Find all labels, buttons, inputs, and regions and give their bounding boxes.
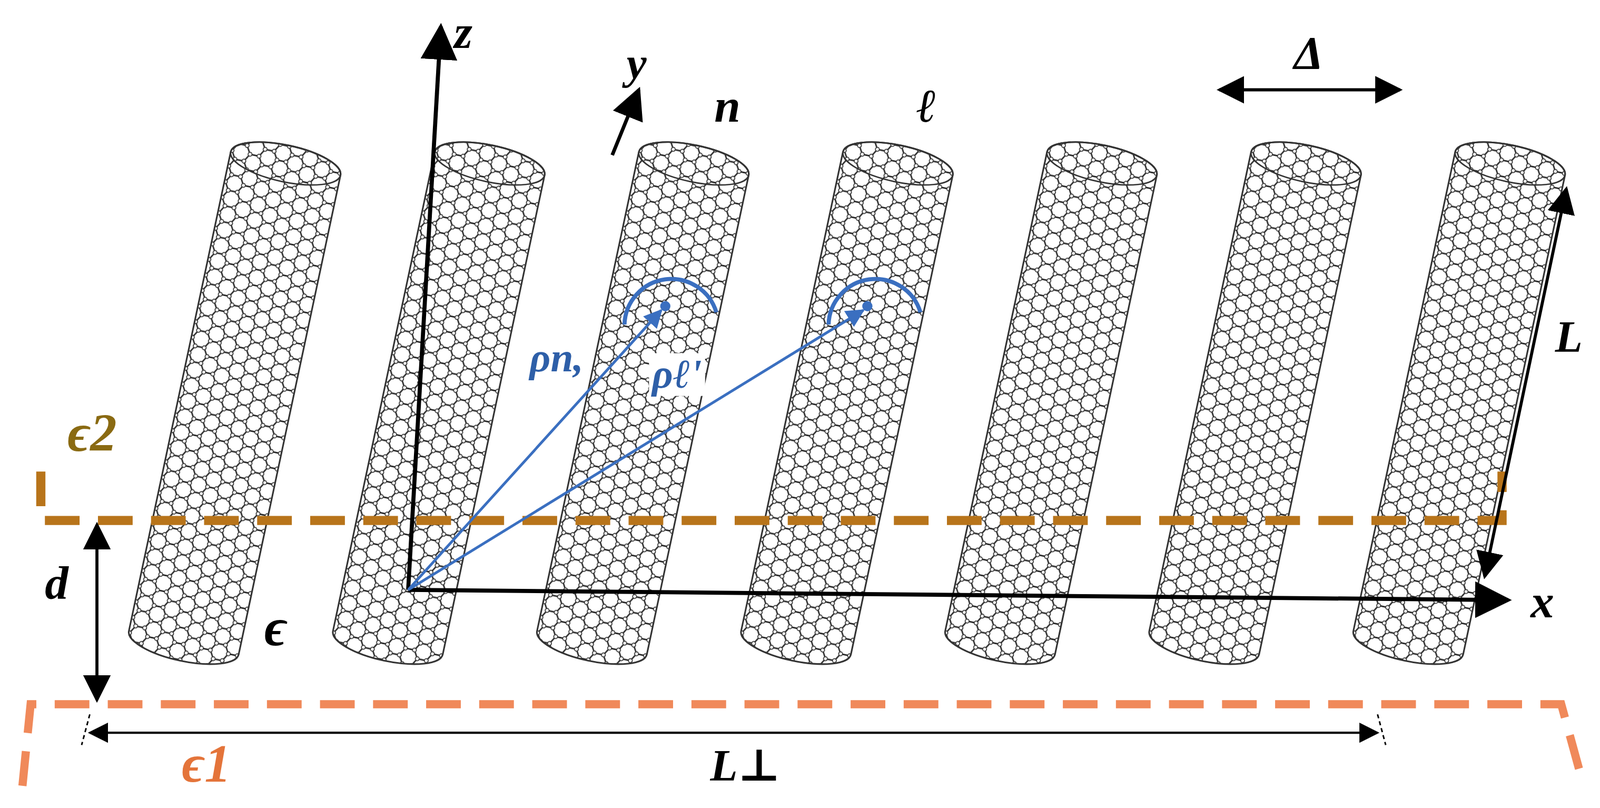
dielectric-label: ϵ2	[67, 406, 117, 462]
axis-label: z	[453, 8, 473, 58]
nanotube	[124, 133, 344, 673]
axes	[408, 26, 1509, 600]
axis-label: x	[1530, 577, 1555, 628]
tube-index: n	[714, 81, 741, 132]
dielectric-label: ϵ	[261, 599, 291, 656]
position-vectors	[408, 279, 921, 590]
extension-line	[1377, 714, 1387, 745]
nanotubes	[124, 133, 1569, 673]
length-label: L	[1555, 314, 1583, 362]
nanotube	[1145, 133, 1365, 673]
tube-index: ℓ	[916, 81, 937, 132]
nanotube	[1349, 133, 1569, 673]
position-vector-label: ρn,	[526, 336, 587, 380]
width-label: L⊥	[710, 743, 782, 790]
lower-interface	[22, 704, 1584, 786]
dielectric-label: ϵ1	[181, 736, 232, 793]
dimension-arrows	[90, 90, 1567, 734]
nanotube	[941, 133, 1161, 673]
extension-line	[81, 714, 91, 745]
position-vector-label: ρℓ'	[648, 352, 705, 396]
tube-axis-dot	[862, 301, 873, 312]
thickness-label: d	[44, 559, 69, 609]
axis-label: y	[626, 41, 647, 88]
spacing-label: Δ	[1294, 28, 1324, 78]
upper-interface	[41, 471, 1503, 521]
tube-axis-dot	[660, 301, 671, 312]
